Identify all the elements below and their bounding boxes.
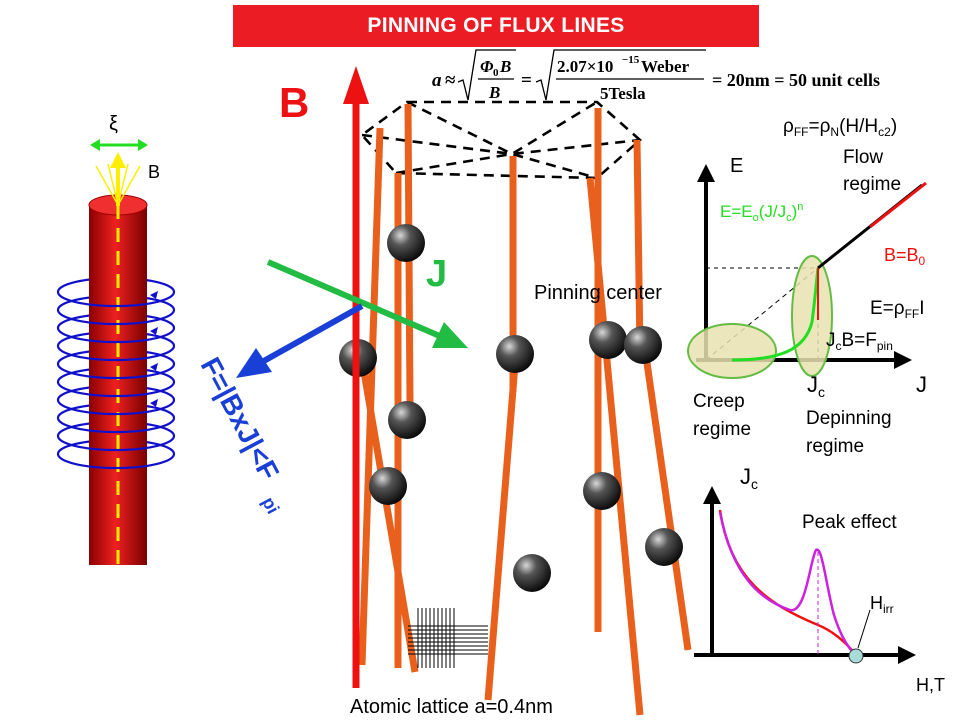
formula-den-b: B: [488, 83, 500, 102]
flux-line: [633, 139, 644, 353]
force-label-group: F=|BxJ|<F pi: [195, 352, 285, 518]
pinning-centers: [339, 224, 683, 592]
jc-plot: Jc H,T Peak effect Hirr: [694, 464, 945, 695]
pinning-center: [496, 335, 534, 373]
e-axis-label: E: [730, 155, 743, 177]
formula-phi0: Φ: [480, 57, 494, 76]
flow-label-1: Flow: [843, 147, 883, 168]
pinning-center-label: Pinning center: [534, 282, 662, 304]
formula-num2-a: 2.07×10: [557, 57, 613, 76]
jcb-label: JcB=Fpin: [826, 330, 893, 353]
jc-label: Jc: [807, 372, 825, 400]
jc-y-label: Jc: [740, 464, 758, 492]
b-big-label: B: [279, 79, 309, 126]
b-field-arrow: [343, 66, 369, 688]
formula-num2-exp: −15: [622, 54, 640, 66]
peak-effect-curve: [718, 511, 857, 656]
pinning-center: [513, 554, 551, 592]
force-label: F=|BxJ|<F: [195, 352, 285, 485]
power-law-curve: [731, 267, 820, 362]
formula-approx: ≈: [445, 70, 456, 91]
coil-front: [56, 291, 176, 470]
flux-line: [484, 351, 520, 701]
flux-line: [640, 341, 692, 651]
power-law-label: E=Eo(J/Jc)n: [720, 201, 803, 224]
depin-label-1: Depinning: [806, 408, 892, 429]
formula-den2: 5Tesla: [600, 84, 646, 103]
hirr-label: Hirr: [870, 593, 894, 616]
xi-label: ξ: [109, 113, 118, 135]
ej-plot: ρFF=ρN(H/Hc2) E J Flow regime E=Eo(J/Jc)…: [687, 116, 927, 457]
pinning-center: [388, 401, 426, 439]
depin-label-2: regime: [806, 436, 864, 457]
creep-label-2: regime: [693, 419, 751, 440]
flow-label-2: regime: [843, 174, 901, 195]
formula-phi0-sub: 0: [493, 67, 499, 79]
rho-formula: ρFF=ρN(H/Hc2): [783, 116, 897, 139]
pinning-center: [369, 467, 407, 505]
peak-effect-label: Peak effect: [802, 512, 897, 533]
flux-line: [586, 177, 644, 716]
b0-label: B=B0: [884, 245, 926, 268]
current-arrow: [266, 259, 468, 348]
hirr-point: [848, 648, 864, 664]
force-arrow: [236, 303, 364, 378]
page-title: PINNING OF FLUX LINES: [233, 5, 759, 47]
creep-label-1: Creep: [693, 391, 745, 412]
atomic-lattice-grid: [408, 608, 488, 668]
flux-tube: [56, 139, 176, 565]
red-flow-segment: [869, 181, 927, 229]
j-axis-label: J: [916, 372, 927, 397]
pinning-center: [387, 224, 425, 262]
b-small-label: B: [148, 162, 160, 182]
formula-result: = 20nm = 50 unit cells: [712, 70, 880, 90]
coil-arrowheads: [150, 291, 158, 407]
formula: a ≈ Φ 0 B B = 2.07×10 −15 Weber 5Tesla =…: [432, 49, 880, 103]
formula-a: a: [432, 70, 442, 91]
vortex-hexagon: [360, 100, 642, 180]
e-rho-label: E=ρFFI: [870, 298, 925, 321]
pinning-center: [583, 472, 621, 510]
creep-region: [687, 323, 777, 379]
formula-num2-b: Weber: [641, 57, 690, 76]
pinning-center: [589, 321, 627, 359]
j-label: J: [426, 253, 447, 295]
atomic-lattice-label: Atomic lattice a=0.4nm: [350, 696, 553, 718]
pinning-center: [624, 326, 662, 364]
flux-line: [358, 359, 419, 673]
pinning-center: [645, 528, 683, 566]
force-label-sub: pi: [258, 494, 283, 518]
formula-eq1: =: [521, 70, 532, 91]
formula-num-b: B: [499, 57, 511, 76]
jc-x-label: H,T: [916, 675, 945, 695]
